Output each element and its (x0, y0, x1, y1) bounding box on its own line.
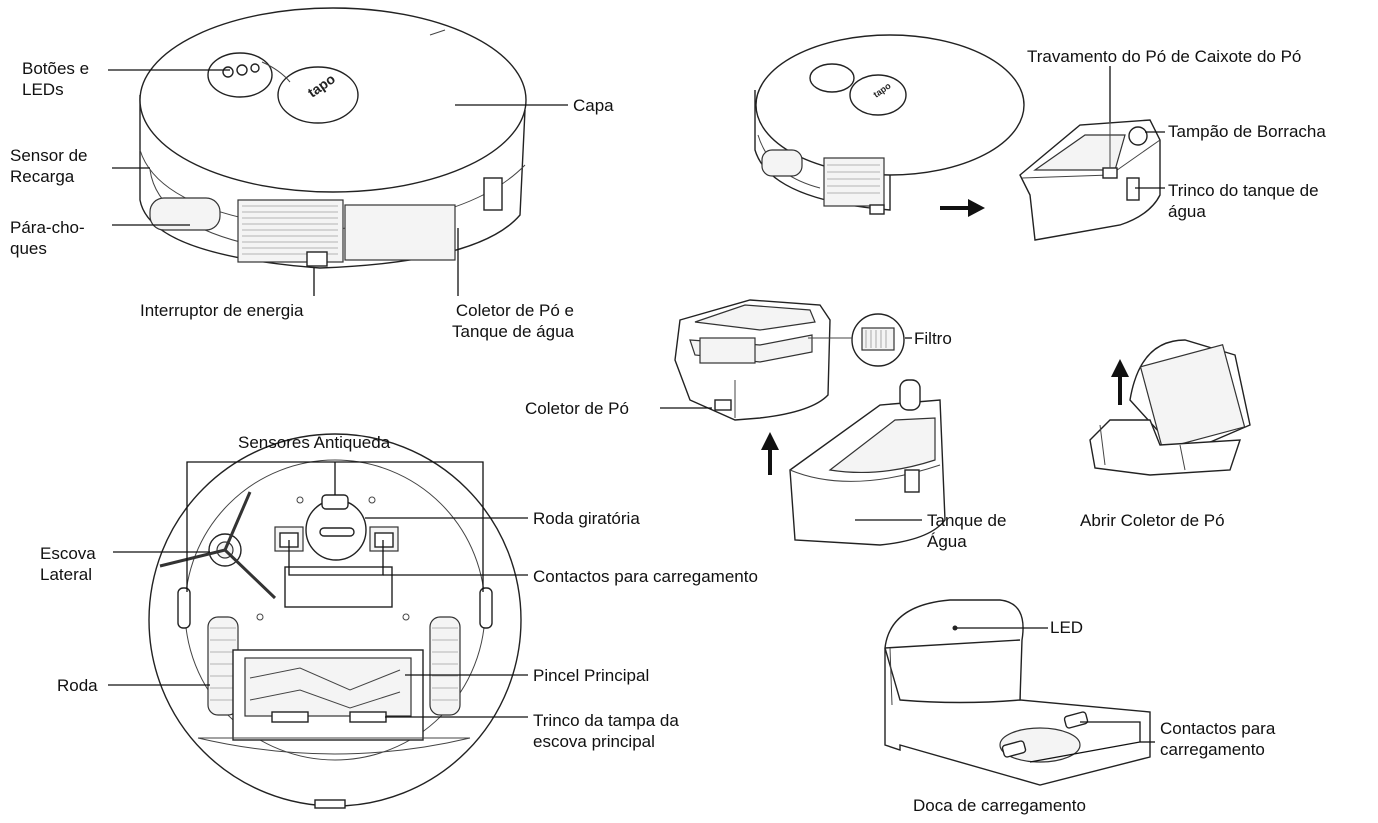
charging-dock (884, 599, 1151, 786)
label-doca: Doca de carregamento (913, 796, 1086, 815)
label-escova-lateral: Escova Lateral (40, 544, 96, 584)
robot-top-view (139, 7, 527, 269)
label-travamento: Travamento do Pó de Caixote do Pó (1027, 47, 1302, 66)
label-tanque-agua: Tanque de Água (927, 511, 1007, 551)
arrow-up-icon-right (1111, 359, 1129, 405)
dust-box-panel (344, 204, 456, 261)
robot-bottom-view (148, 433, 522, 809)
label-interruptor: Interruptor de energia (140, 301, 304, 320)
open-dust-box (1089, 339, 1251, 476)
power-switch (306, 251, 328, 267)
label-tampao: Tampão de Borracha (1168, 122, 1326, 141)
label-coletor-po: Coletor de Pó (525, 399, 629, 418)
water-tank (789, 379, 946, 546)
label-sensor-recarga: Sensor de Recarga (10, 146, 88, 186)
label-pincel-principal: Pincel Principal (533, 666, 650, 685)
robot-top-small (754, 34, 1025, 215)
label-contactos-robo: Contactos para carregamento (533, 567, 758, 586)
label-trinco-tampa: Trinco da tampa da escova principal (533, 711, 679, 751)
filter-icon (851, 313, 905, 367)
right-wheel (429, 616, 461, 716)
label-led: LED (1050, 618, 1084, 637)
dust-collector (674, 299, 831, 421)
label-trinco-tanque: Trinco do tanque de água (1168, 181, 1319, 221)
label-contactos-doca: Contactos para carregamento (1160, 719, 1276, 759)
tank-latch (483, 177, 503, 211)
label-sensores-antiqueda: Sensores Antiqueda (238, 433, 391, 452)
label-roda: Roda (57, 676, 98, 695)
bumper-window (149, 197, 221, 231)
label-coletor-tanque: Coletor de Pó e Tanque de água (452, 301, 574, 341)
label-abrir-coletor: Abrir Coletor de Pó (1080, 511, 1225, 530)
dust-box-removed (1019, 119, 1161, 241)
label-para-choques: Pára-cho- ques (10, 218, 85, 258)
small-grille (823, 157, 885, 207)
buttons-leds-panel (207, 52, 359, 124)
label-buttons-leds: Botões e LEDs (22, 59, 90, 99)
leader-lines (108, 66, 1165, 763)
label-capa: Capa (573, 96, 614, 115)
arrow-up-icon (761, 432, 779, 475)
arrow-right-icon (940, 199, 985, 217)
label-filtro: Filtro (914, 329, 952, 348)
label-roda-giratoria: Roda giratória (533, 509, 640, 528)
